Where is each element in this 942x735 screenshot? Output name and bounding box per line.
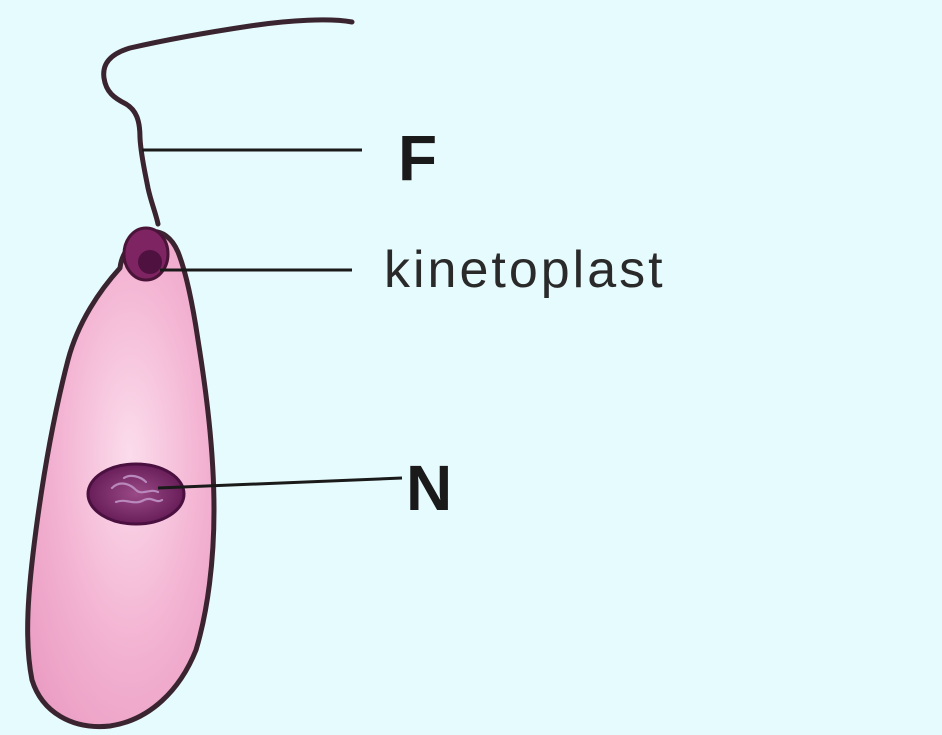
- flagellum-label: F: [398, 126, 437, 190]
- flagellum: [104, 20, 352, 224]
- kinetoplast-core: [138, 250, 162, 274]
- nucleus: [88, 464, 184, 524]
- nucleus-label: N: [406, 456, 452, 520]
- kinetoplast-label: kinetoplast: [384, 244, 666, 296]
